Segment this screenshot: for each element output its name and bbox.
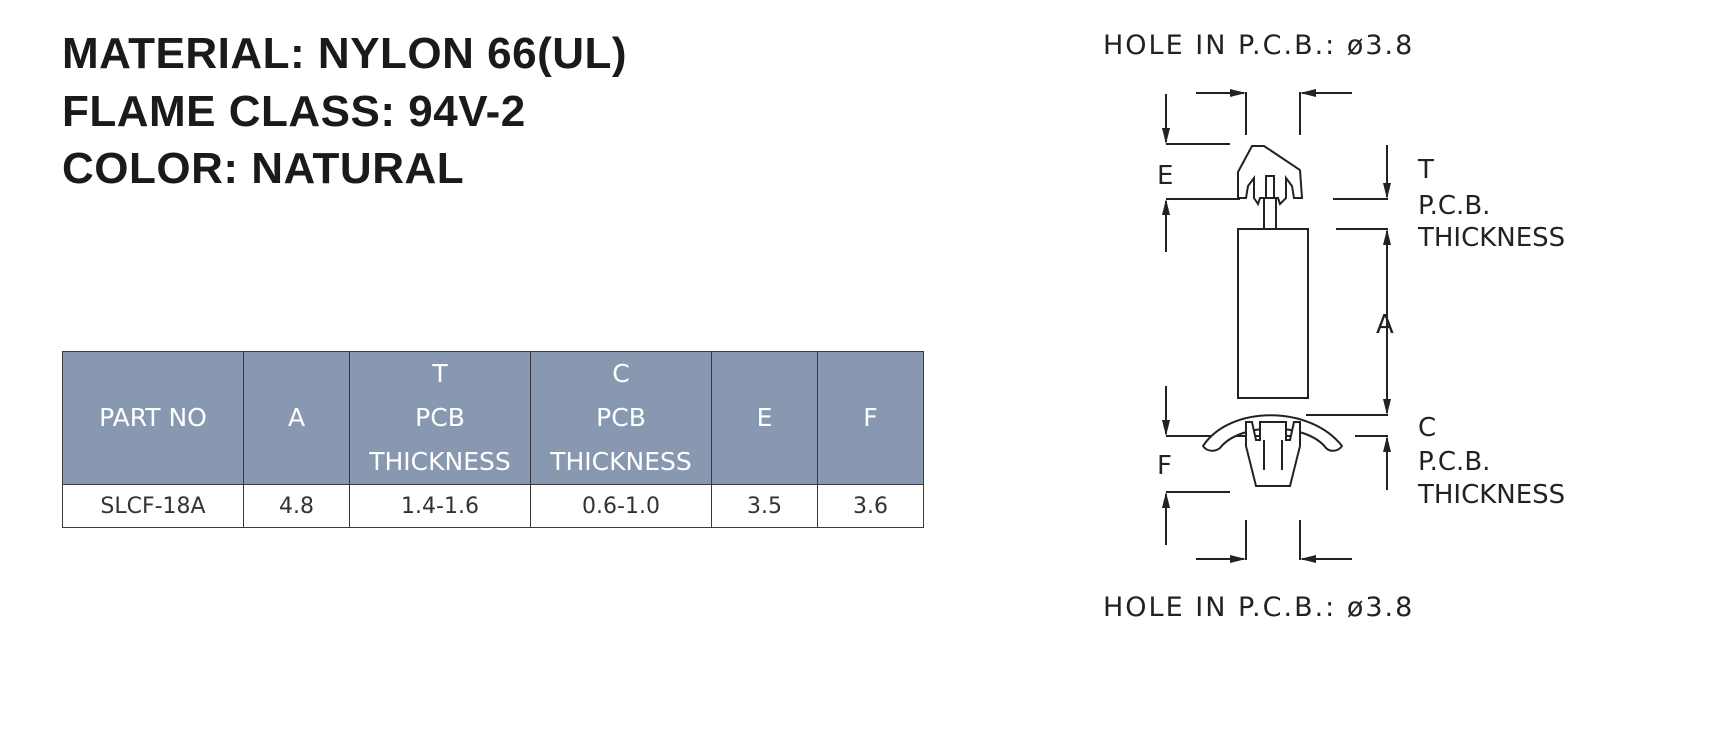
column-header-line: PCB xyxy=(596,403,646,432)
table-cell-a: 4.8 xyxy=(243,484,350,528)
column-header-t: T PCB THICKNESS xyxy=(349,351,531,485)
table-cell-c: 0.6-1.0 xyxy=(530,484,712,528)
label-t-desc1: P.C.B. xyxy=(1418,191,1490,221)
column-header-e: E xyxy=(711,351,818,485)
label-c-desc1: P.C.B. xyxy=(1418,447,1490,477)
dimension-c: C P.C.B. THICKNESS xyxy=(1355,413,1565,510)
table-cell-e: 3.5 xyxy=(711,484,818,528)
spacer-drawing: HOLE IN P.C.B.: ø3.8 HOLE IN P.C.B.: ø3.… xyxy=(1103,30,1565,623)
column-header-line: PCB xyxy=(415,403,465,432)
column-header-f: F xyxy=(817,351,924,485)
label-t-desc2: THICKNESS xyxy=(1417,223,1565,253)
hole-top-label: HOLE IN P.C.B.: ø3.8 xyxy=(1103,30,1414,61)
spacer-part xyxy=(1201,145,1344,487)
column-header-a: A xyxy=(243,351,350,485)
column-header-line: F xyxy=(863,403,878,432)
label-e: E xyxy=(1157,161,1173,191)
dimension-t: T P.C.B. THICKNESS xyxy=(1333,145,1565,253)
label-f: F xyxy=(1157,451,1172,481)
column-header-line: A xyxy=(287,403,306,432)
column-header-line: T xyxy=(432,359,448,388)
column-header-line: C xyxy=(612,359,630,388)
dimension-a: A xyxy=(1306,229,1394,416)
material-spec: MATERIAL: NYLON 66(UL) xyxy=(62,29,628,78)
hole-bottom-label: HOLE IN P.C.B.: ø3.8 xyxy=(1103,592,1414,623)
column-header-line: THICKNESS xyxy=(550,447,692,476)
label-t: T xyxy=(1417,155,1434,185)
column-header-line: THICKNESS xyxy=(369,447,511,476)
table-cell-t: 1.4-1.6 xyxy=(349,484,531,528)
label-a: A xyxy=(1376,310,1394,340)
label-c: C xyxy=(1418,413,1436,443)
column-header-part_no: PART NO xyxy=(62,351,244,485)
color-spec: COLOR: NATURAL xyxy=(62,144,465,193)
flame-class-spec: FLAME CLASS: 94V-2 xyxy=(62,87,526,136)
column-header-c: C PCB THICKNESS xyxy=(530,351,712,485)
table-cell-f: 3.6 xyxy=(817,484,924,528)
table-cell-part_no: SLCF-18A xyxy=(62,484,244,528)
column-header-line: PART NO xyxy=(99,403,207,432)
table-header-row: PART NO A T PCB THICKNESS C PCB THICKNESS E F xyxy=(62,351,924,485)
parts-table: PART NO A T PCB THICKNESS C PCB THICKNESS E F SLC… xyxy=(62,351,924,528)
dimension-e: E xyxy=(1157,94,1240,252)
hole-dimension-bottom xyxy=(1196,520,1352,563)
hole-dimension-top xyxy=(1196,89,1352,135)
column-header-line: E xyxy=(756,403,773,432)
label-c-desc2: THICKNESS xyxy=(1417,480,1565,510)
